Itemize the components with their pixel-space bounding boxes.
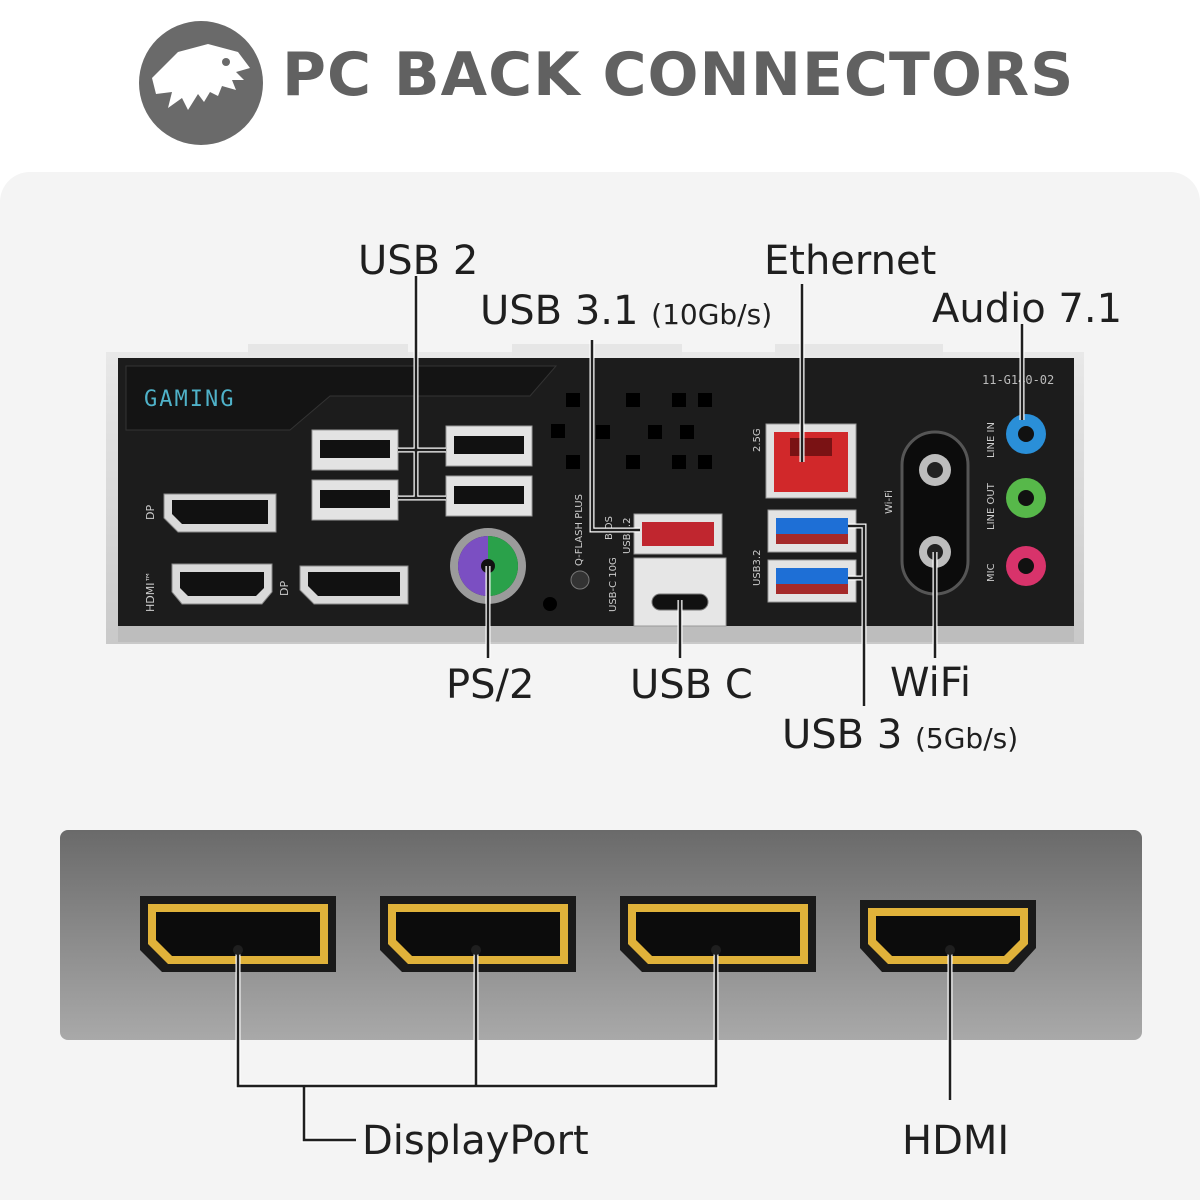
usb32-silk-a: USB3.2 — [622, 518, 633, 554]
ethernet-port — [765, 423, 857, 499]
usb2-port — [445, 475, 533, 517]
gpu-hdmi-port — [860, 900, 1036, 972]
hdmi-silk-left: HDMI™ — [144, 572, 157, 612]
displayport-port — [299, 565, 409, 605]
label-wifi: WiFi — [890, 660, 971, 706]
label-usb3-speed: (5Gb/s) — [915, 722, 1019, 755]
label-usb31: USB 3.1 (10Gb/s) — [480, 288, 772, 334]
vent-grid — [551, 393, 712, 469]
usbc-silk: USB-C 10G — [608, 557, 619, 612]
lan-silk: 2.5G — [752, 428, 763, 452]
callout-lines — [398, 276, 1024, 706]
usb31-port — [633, 513, 723, 555]
gpu-displayport-3 — [620, 896, 816, 972]
gpu-displayport-1 — [140, 896, 336, 972]
label-displayport: DisplayPort — [362, 1118, 589, 1164]
mic-silk: MIC — [986, 563, 997, 582]
bottom-callout-lines — [236, 950, 952, 1142]
label-usb3-name: USB 3 — [782, 712, 903, 758]
audio-line-in-jack — [1006, 414, 1046, 454]
callout-dots — [233, 945, 955, 955]
label-hdmi: HDMI — [902, 1118, 1010, 1164]
hdmi-port — [171, 563, 273, 605]
model-code-text: 11-G140-02 — [982, 373, 1054, 387]
audio-line-out-jack — [1006, 478, 1046, 518]
qflash-silk: Q-FLASH PLUS — [574, 494, 585, 566]
usb2-port — [445, 425, 533, 467]
label-usb3: USB 3 (5Gb/s) — [782, 712, 1018, 758]
usb32-silk-b: USB3.2 — [752, 550, 763, 586]
qflash-button — [570, 570, 590, 590]
displayport-port — [163, 493, 277, 533]
clear-cmos-hole — [543, 597, 557, 611]
line-out-silk: LINE OUT — [986, 482, 997, 530]
label-usb31-speed: (10Gb/s) — [651, 298, 773, 331]
label-ethernet: Ethernet — [764, 238, 937, 284]
dinosaur-logo-icon — [138, 18, 264, 152]
dp-silk-left: DP — [144, 505, 157, 520]
gpu-displayport-2 — [380, 896, 576, 972]
label-usb2: USB 2 — [358, 238, 479, 284]
usb2-port — [311, 429, 399, 471]
usb3-port — [767, 509, 857, 553]
page-title: PC BACK CONNECTORS — [282, 40, 1075, 110]
usb2-port — [311, 479, 399, 521]
label-audio: Audio 7.1 — [932, 286, 1123, 332]
wifi-silk: Wi-Fi — [884, 490, 895, 514]
gpu-io-bracket — [60, 830, 1142, 1040]
dp-silk-mid: DP — [278, 581, 291, 596]
label-ps2: PS/2 — [446, 662, 535, 708]
audio-mic-jack — [1006, 546, 1046, 586]
label-usb31-name: USB 3.1 — [480, 288, 639, 334]
usb3-port — [767, 559, 857, 603]
wifi-antenna-module — [900, 430, 970, 596]
gaming-logo-text: GAMING — [144, 387, 235, 412]
label-usbc: USB C — [630, 662, 753, 708]
line-in-silk: LINE IN — [986, 422, 997, 458]
